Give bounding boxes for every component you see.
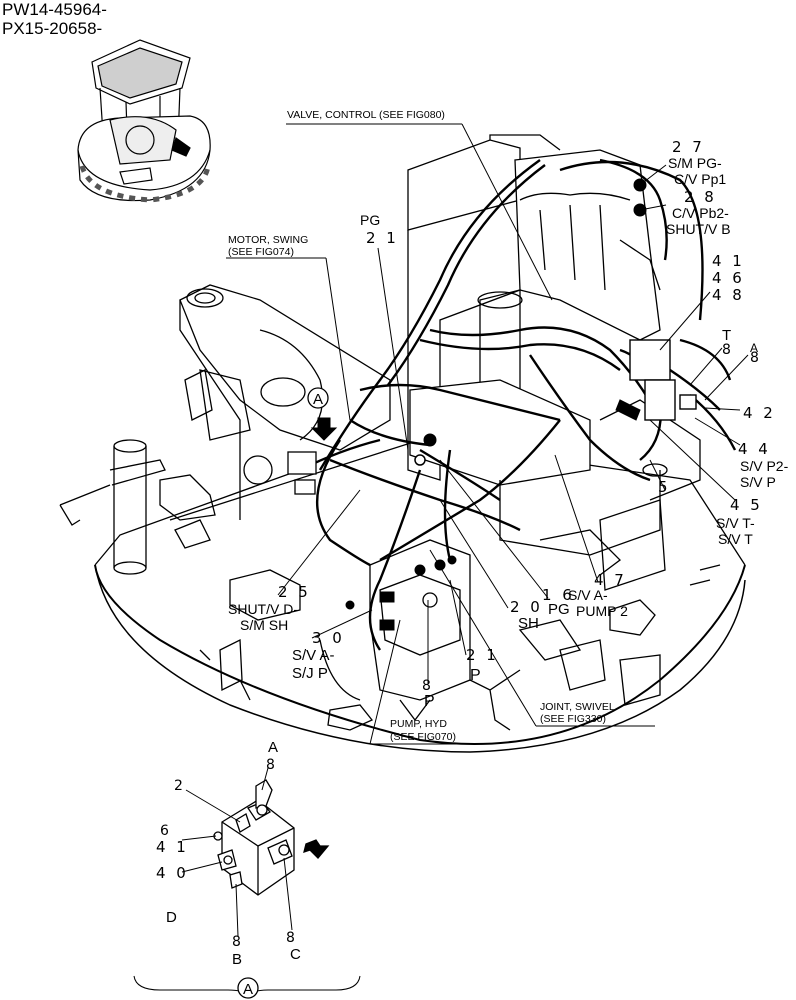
detail-label-c: C bbox=[290, 946, 301, 963]
label-sh: SH bbox=[518, 615, 539, 632]
detail-label-8-a: 8 bbox=[266, 757, 278, 773]
detail-label-6: 6 bbox=[160, 823, 172, 839]
label-42: 4 2 bbox=[743, 404, 776, 422]
detail-a-leaders bbox=[133, 767, 361, 997]
label-27: 2 7 bbox=[672, 138, 705, 156]
detail-label-40: 4 0 bbox=[156, 864, 189, 882]
label-pg-mid: PG bbox=[548, 601, 570, 618]
label-30: 3 0 bbox=[312, 629, 345, 647]
detail-label-8-c: 8 bbox=[286, 930, 298, 946]
label-25: 2 5 bbox=[278, 583, 311, 601]
label-sm-sh: S/M SH bbox=[240, 617, 288, 633]
upper-frame bbox=[59, 134, 746, 753]
header-line-1: PW14-45964- bbox=[2, 0, 107, 19]
label-20: 2 0 bbox=[510, 598, 543, 616]
detail-label-8-b: 8 bbox=[232, 934, 244, 950]
label-44: 4 4 bbox=[738, 440, 771, 458]
valve-control-callout: VALVE, CONTROL (SEE FIG080) bbox=[287, 109, 445, 121]
label-sv-a: S/V A- bbox=[568, 587, 608, 603]
label-t-top: T bbox=[722, 327, 731, 344]
label-cv-pb2: C/V Pb2- bbox=[672, 205, 729, 221]
label-sv-t: S/V T- bbox=[716, 515, 755, 531]
label-28: 2 8 bbox=[684, 188, 717, 206]
label-8-a: 8 bbox=[750, 350, 762, 366]
detail-a-labels: A 8 2 6 4 1 4 0 D 8 B 8 C A bbox=[156, 739, 301, 999]
leader-lines bbox=[226, 123, 749, 745]
detail-label-d: D bbox=[166, 909, 177, 926]
label-41: 4 1 bbox=[712, 252, 745, 270]
label-5: 5 bbox=[658, 478, 671, 496]
label-pg-top: PG bbox=[360, 212, 380, 228]
label-p-right: P bbox=[470, 667, 481, 684]
detail-a-block bbox=[213, 779, 330, 896]
header-line-2: PX15-20658- bbox=[2, 19, 103, 38]
label-8-t: 8 bbox=[722, 342, 734, 358]
motor-swing-callout: MOTOR, SWING bbox=[228, 234, 308, 246]
detail-circle-a: A bbox=[243, 981, 253, 998]
label-p-left: P bbox=[424, 693, 435, 710]
detail-label-b: B bbox=[232, 951, 242, 968]
motor-swing-see-fig: (SEE FIG074) bbox=[228, 246, 294, 258]
label-sm-pg: S/M PG- bbox=[668, 155, 722, 171]
label-8-p: 8 bbox=[422, 678, 434, 694]
label-48: 4 8 bbox=[712, 286, 745, 304]
label-16: 1 6 bbox=[542, 586, 575, 604]
part-labels: 2 7 S/M PG- C/V Pp1 2 8 C/V Pb2- SHUT/V … bbox=[228, 138, 789, 710]
label-pump2: PUMP 2 bbox=[576, 603, 628, 619]
label-shut-b: SHUT/V B bbox=[666, 221, 731, 237]
label-sj-p: S/J P bbox=[292, 665, 328, 682]
label-47: 4 7 bbox=[594, 571, 627, 589]
callout-texts: VALVE, CONTROL (SEE FIG080) MOTOR, SWING… bbox=[228, 109, 615, 743]
detail-label-a: A bbox=[268, 739, 278, 756]
label-45: 4 5 bbox=[730, 496, 763, 514]
label-21-low: 2 1 bbox=[466, 646, 499, 664]
label-sv-p: S/V P bbox=[740, 474, 776, 490]
label-a-top: A bbox=[750, 341, 758, 355]
joint-swivel-callout: JOINT, SWIVEL bbox=[540, 701, 615, 713]
label-sv-a2: S/V A- bbox=[292, 647, 335, 664]
joint-swivel-see-fig: (SEE FIG330) bbox=[540, 713, 606, 725]
detail-label-2: 2 bbox=[174, 778, 186, 794]
detail-a-marker: A bbox=[307, 387, 329, 409]
circle-a-label: A bbox=[313, 391, 323, 408]
pump-hyd-callout: PUMP, HYD bbox=[390, 718, 447, 730]
machine-thumbnail bbox=[77, 39, 211, 203]
pump-hyd-see-fig: (SEE FIG070) bbox=[390, 731, 456, 743]
label-sv-p2: S/V P2- bbox=[740, 458, 789, 474]
fittings bbox=[287, 178, 697, 631]
label-21-top: 2 1 bbox=[366, 229, 399, 247]
label-shut-d: SHUT/V D- bbox=[228, 601, 298, 617]
detail-label-41: 4 1 bbox=[156, 838, 189, 856]
label-46: 4 6 bbox=[712, 269, 745, 287]
label-sv-t2: S/V T bbox=[718, 531, 753, 547]
label-cv-pp1: C/V Pp1 bbox=[674, 171, 726, 187]
